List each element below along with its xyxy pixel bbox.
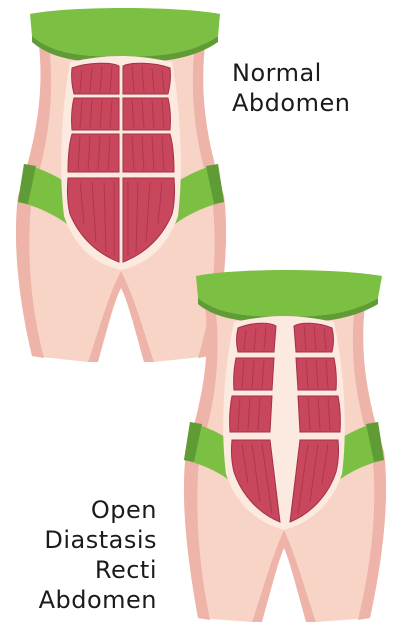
diastasis-abdomen-figure [176, 268, 398, 623]
diastasis-label-line-2: Diastasis [39, 525, 157, 555]
rectus-muscle-left-3 [230, 396, 272, 432]
normal-label-line-1: Normal [232, 58, 350, 88]
normal-label-line-2: Abdomen [232, 88, 350, 118]
diastasis-label-line-3: Recti [39, 555, 157, 585]
diastasis-abdomen-illustration [176, 268, 398, 623]
diastasis-abdomen-label: Open Diastasis Recti Abdomen [39, 495, 157, 615]
rectus-muscle-left-3 [68, 134, 119, 172]
rectus-muscle-left-1 [237, 323, 277, 352]
diastasis-label-line-4: Abdomen [39, 585, 157, 615]
rectus-muscle-right-3 [123, 134, 174, 172]
diastasis-label-line-1: Open [39, 495, 157, 525]
normal-abdomen-label: Normal Abdomen [232, 58, 350, 118]
